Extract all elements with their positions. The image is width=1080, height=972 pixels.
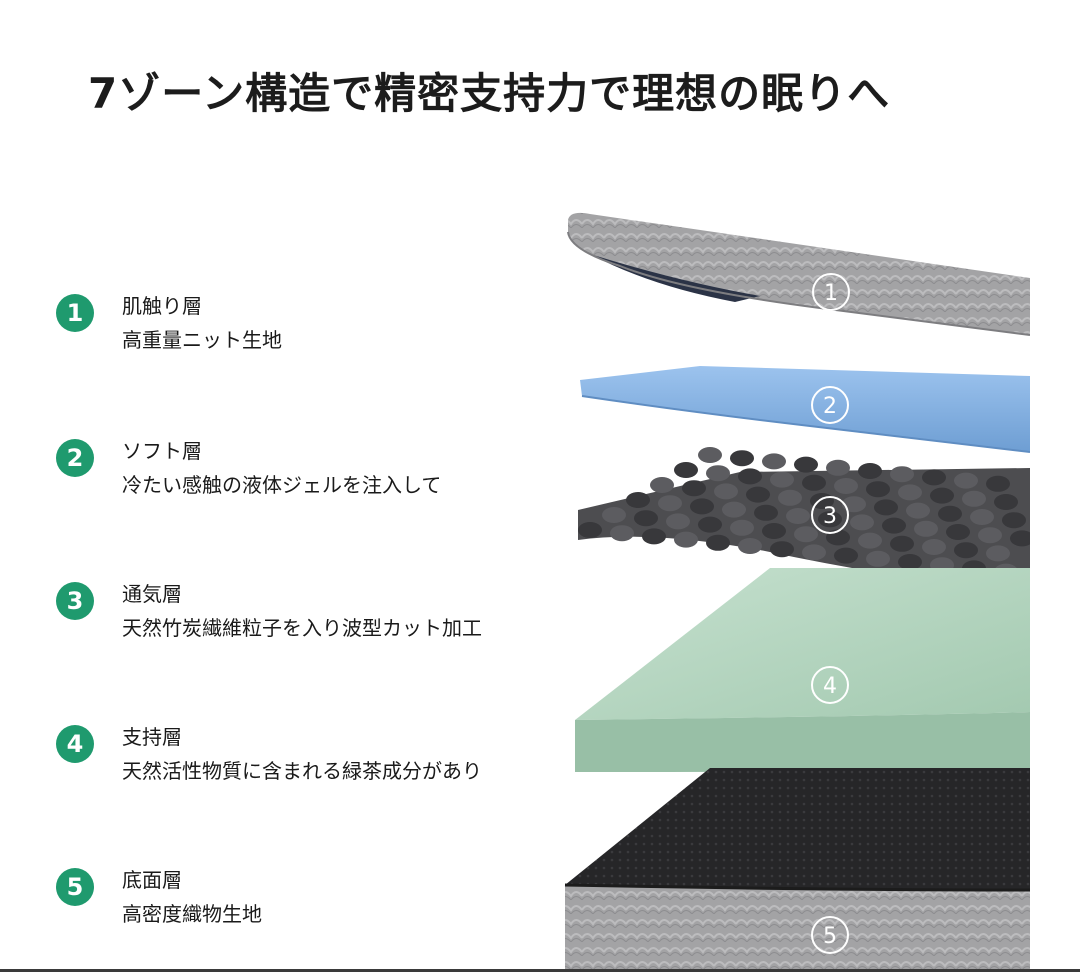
layer-2-name: ソフト層 — [122, 439, 202, 463]
layer-1-knit-sheet — [567, 212, 1030, 336]
layer-4-support-foam — [575, 568, 1030, 772]
layer-4-name: 支持層 — [122, 725, 182, 749]
layer-1-marker: 1 — [812, 273, 850, 311]
svg-text:5: 5 — [823, 924, 837, 949]
mattress-layers-illustration: 1 2 3 4 5 — [564, 212, 1030, 972]
layer-1-name: 肌触り層 — [122, 294, 202, 318]
bottom-divider — [0, 969, 1080, 972]
layer-2-description: 冷たい感触の液体ジェルを注入して — [122, 473, 442, 497]
svg-text:2: 2 — [823, 394, 837, 419]
layer-2-gel-sheet — [580, 366, 1030, 453]
layer-3-description: 天然竹炭繊維粒子を入り波型カット加工 — [122, 616, 482, 640]
svg-text:1: 1 — [824, 281, 838, 306]
layer-1-description: 高重量ニット生地 — [122, 328, 282, 352]
layer-1-number-badge: 1 — [56, 294, 94, 332]
page-title: 7ゾーン構造で精密支持力で理想の眠りへ — [88, 69, 891, 118]
layer-4-number-badge: 4 — [56, 725, 94, 763]
layer-4-marker: 4 — [811, 666, 849, 704]
layer-3-name: 通気層 — [122, 582, 182, 606]
layer-5-number-badge: 5 — [56, 868, 94, 906]
svg-text:4: 4 — [823, 674, 837, 699]
layer-3-number-badge: 3 — [56, 582, 94, 620]
layer-5-description: 高密度織物生地 — [122, 902, 262, 926]
layer-5-name: 底面層 — [122, 868, 182, 892]
svg-text:3: 3 — [823, 504, 837, 529]
layer-3-wave-foam — [578, 447, 1030, 594]
layer-3-marker: 3 — [811, 496, 849, 534]
layer-2-number-badge: 2 — [56, 439, 94, 477]
layer-5-marker: 5 — [811, 916, 849, 954]
layer-4-description: 天然活性物質に含まれる緑茶成分があり — [122, 759, 482, 783]
layer-5-base — [564, 768, 1030, 972]
layer-2-marker: 2 — [811, 386, 849, 424]
